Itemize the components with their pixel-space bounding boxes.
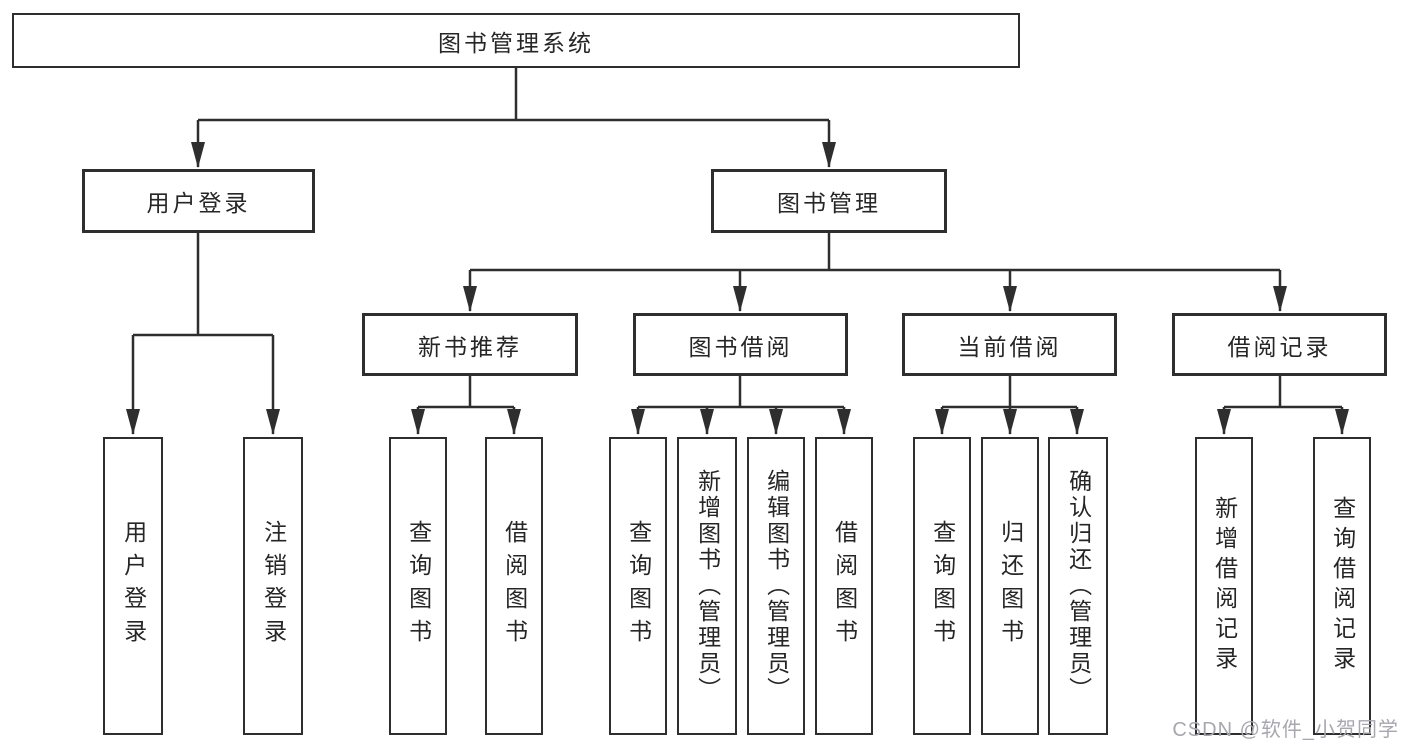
leaf-query-borrow-record: 查询借阅记录 [1313,437,1371,735]
leaf-borrowing-borrow-book: 借阅图书 [815,437,873,735]
leaf-confirm-return-admin: 确认归还（管理员） [1048,437,1108,735]
node-book-management: 图书管理 [711,169,947,233]
leaf-add-borrow-record: 新增借阅记录 [1195,437,1253,735]
leaf-add-book-admin: 新增图书（管理员） [677,437,737,735]
leaf-user-login: 用户登录 [103,437,163,735]
node-user-login: 用户登录 [82,169,315,233]
leaf-current-query-book: 查询图书 [913,437,971,735]
leaf-return-book: 归还图书 [981,437,1039,735]
node-current-borrowing: 当前借阅 [902,313,1117,376]
node-library-management-system: 图书管理系统 [12,13,1020,68]
leaf-recommend-query-book: 查询图书 [389,437,447,735]
node-borrowing-records: 借阅记录 [1172,313,1387,376]
node-book-borrowing: 图书借阅 [633,313,848,376]
node-new-book-recommend: 新书推荐 [362,313,578,376]
leaf-edit-book-admin: 编辑图书（管理员） [747,437,805,735]
leaf-logout: 注销登录 [243,437,303,735]
leaf-borrowing-query-book: 查询图书 [609,437,667,735]
leaf-recommend-borrow-book: 借阅图书 [485,437,543,735]
csdn-watermark: CSDN @软件_小贺同学 [1172,719,1399,741]
